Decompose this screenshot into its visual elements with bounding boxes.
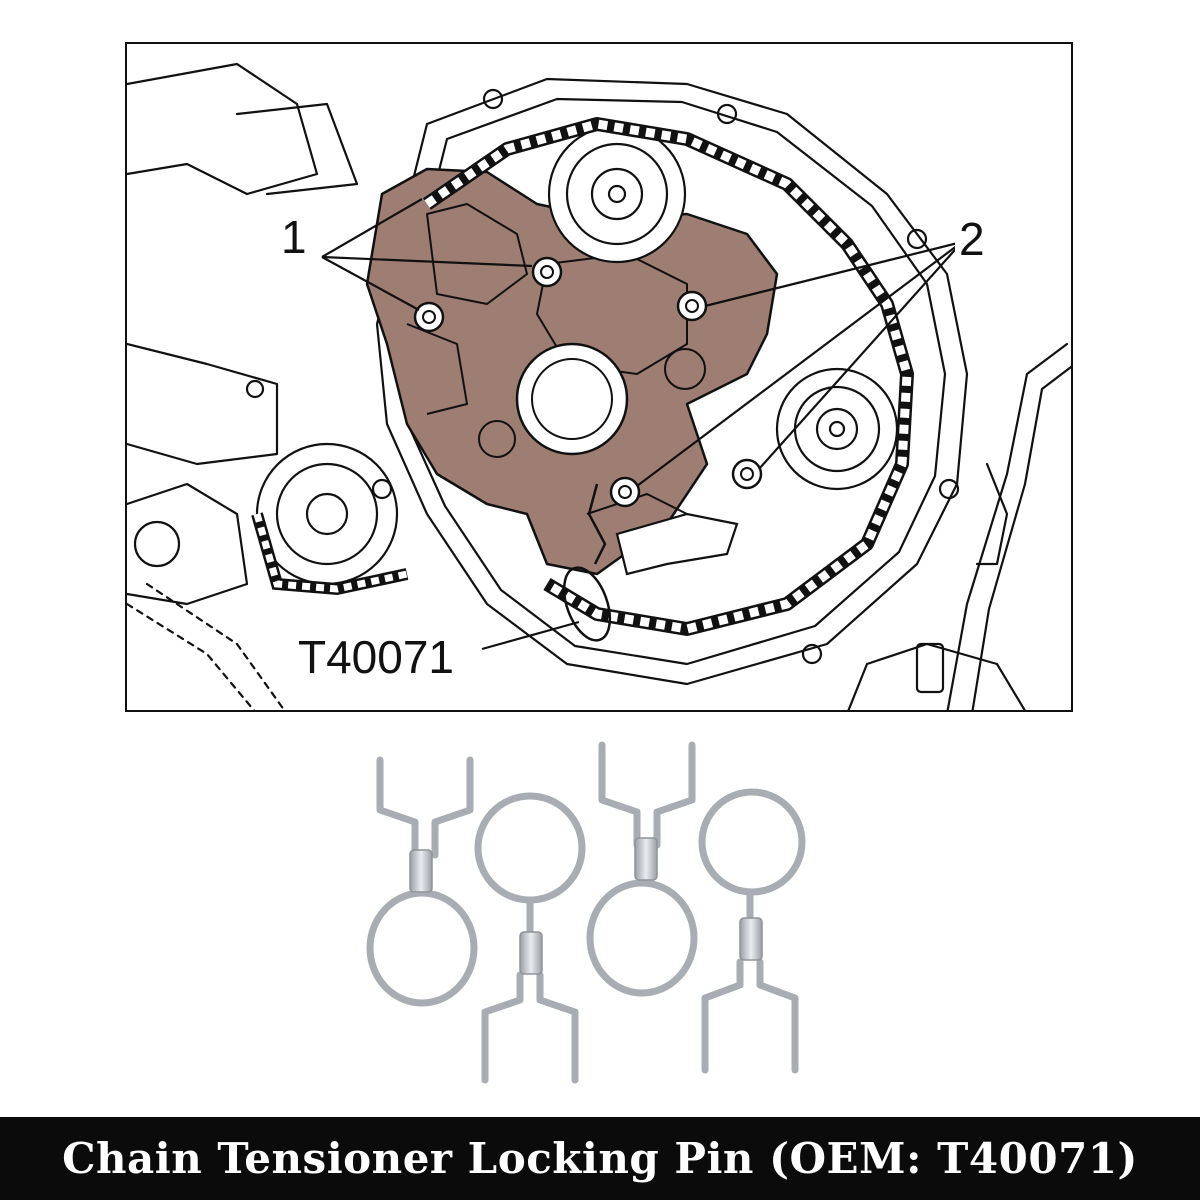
- callout-2-label: 2: [955, 216, 989, 262]
- locking-pin-1: [366, 756, 478, 1007]
- engine-line-drawing: [127, 62, 1071, 710]
- product-title: Chain Tensioner Locking Pin (OEM: T40071…: [62, 1134, 1138, 1183]
- locking-pins-photo: [366, 741, 806, 1084]
- tensioner-shoe: [615, 512, 739, 576]
- pin-1-sleeve: [409, 849, 433, 893]
- engine-diagram: 1 2 T40071: [125, 42, 1073, 712]
- timing-cover-outline: [375, 77, 969, 686]
- bolt-2b: [731, 458, 763, 490]
- bolt-2c: [609, 476, 641, 508]
- bolt-1a: [531, 256, 563, 288]
- bolt-2a: [676, 290, 708, 322]
- footer-banner: Chain Tensioner Locking Pin (OEM: T40071…: [0, 1117, 1200, 1200]
- callout-1-label: 1: [277, 214, 311, 260]
- tool-number-label: T40071: [292, 632, 461, 682]
- pin-2-sleeve: [519, 931, 543, 975]
- pin-4-sleeve: [739, 917, 763, 961]
- pin-3-sleeve: [634, 837, 658, 881]
- bolt-1b: [413, 301, 445, 333]
- inserted-locking-pin: [562, 483, 612, 642]
